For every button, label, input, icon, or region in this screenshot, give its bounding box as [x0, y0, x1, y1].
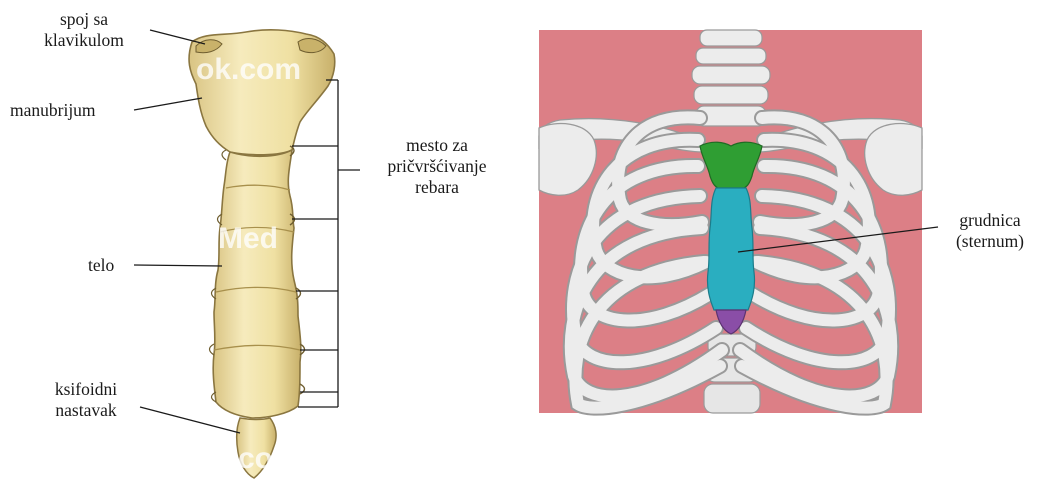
label-rib-attachment: mesto za pričvršćivanje rebara: [362, 135, 512, 198]
rib-attachment-bracket: [292, 80, 360, 407]
label-clavicle-joint-line1: spoj sa: [24, 9, 144, 30]
sternum-body: [707, 188, 754, 310]
leader-xiphoid: [140, 407, 240, 433]
label-clavicle-joint-line2: klavikulom: [24, 30, 144, 51]
label-sternum: grudnica (sternum): [940, 210, 1040, 252]
watermark-2: Med: [218, 222, 278, 256]
label-rib-attachment-line2: pričvršćivanje: [362, 156, 512, 177]
leader-clavicle: [150, 30, 205, 44]
label-sternum-line1: grudnica: [940, 210, 1040, 231]
label-xiphoid-line1: ksifoidni: [30, 379, 142, 400]
label-rib-attachment-line1: mesto za: [362, 135, 512, 156]
label-xiphoid-line2: nastavak: [30, 400, 142, 421]
label-body: telo: [88, 255, 114, 276]
leader-body: [134, 265, 222, 266]
label-rib-attachment-line3: rebara: [362, 177, 512, 198]
label-clavicle-joint: spoj sa klavikulom: [24, 9, 144, 51]
label-xiphoid: ksifoidni nastavak: [30, 379, 142, 421]
sternum-body-bone: [213, 150, 301, 418]
leader-manubrium: [134, 98, 202, 110]
watermark-1: ok.com: [196, 53, 301, 87]
watermark-3: co: [238, 442, 273, 476]
label-manubrium: manubrijum: [10, 100, 96, 121]
label-sternum-line2: (sternum): [940, 231, 1040, 252]
